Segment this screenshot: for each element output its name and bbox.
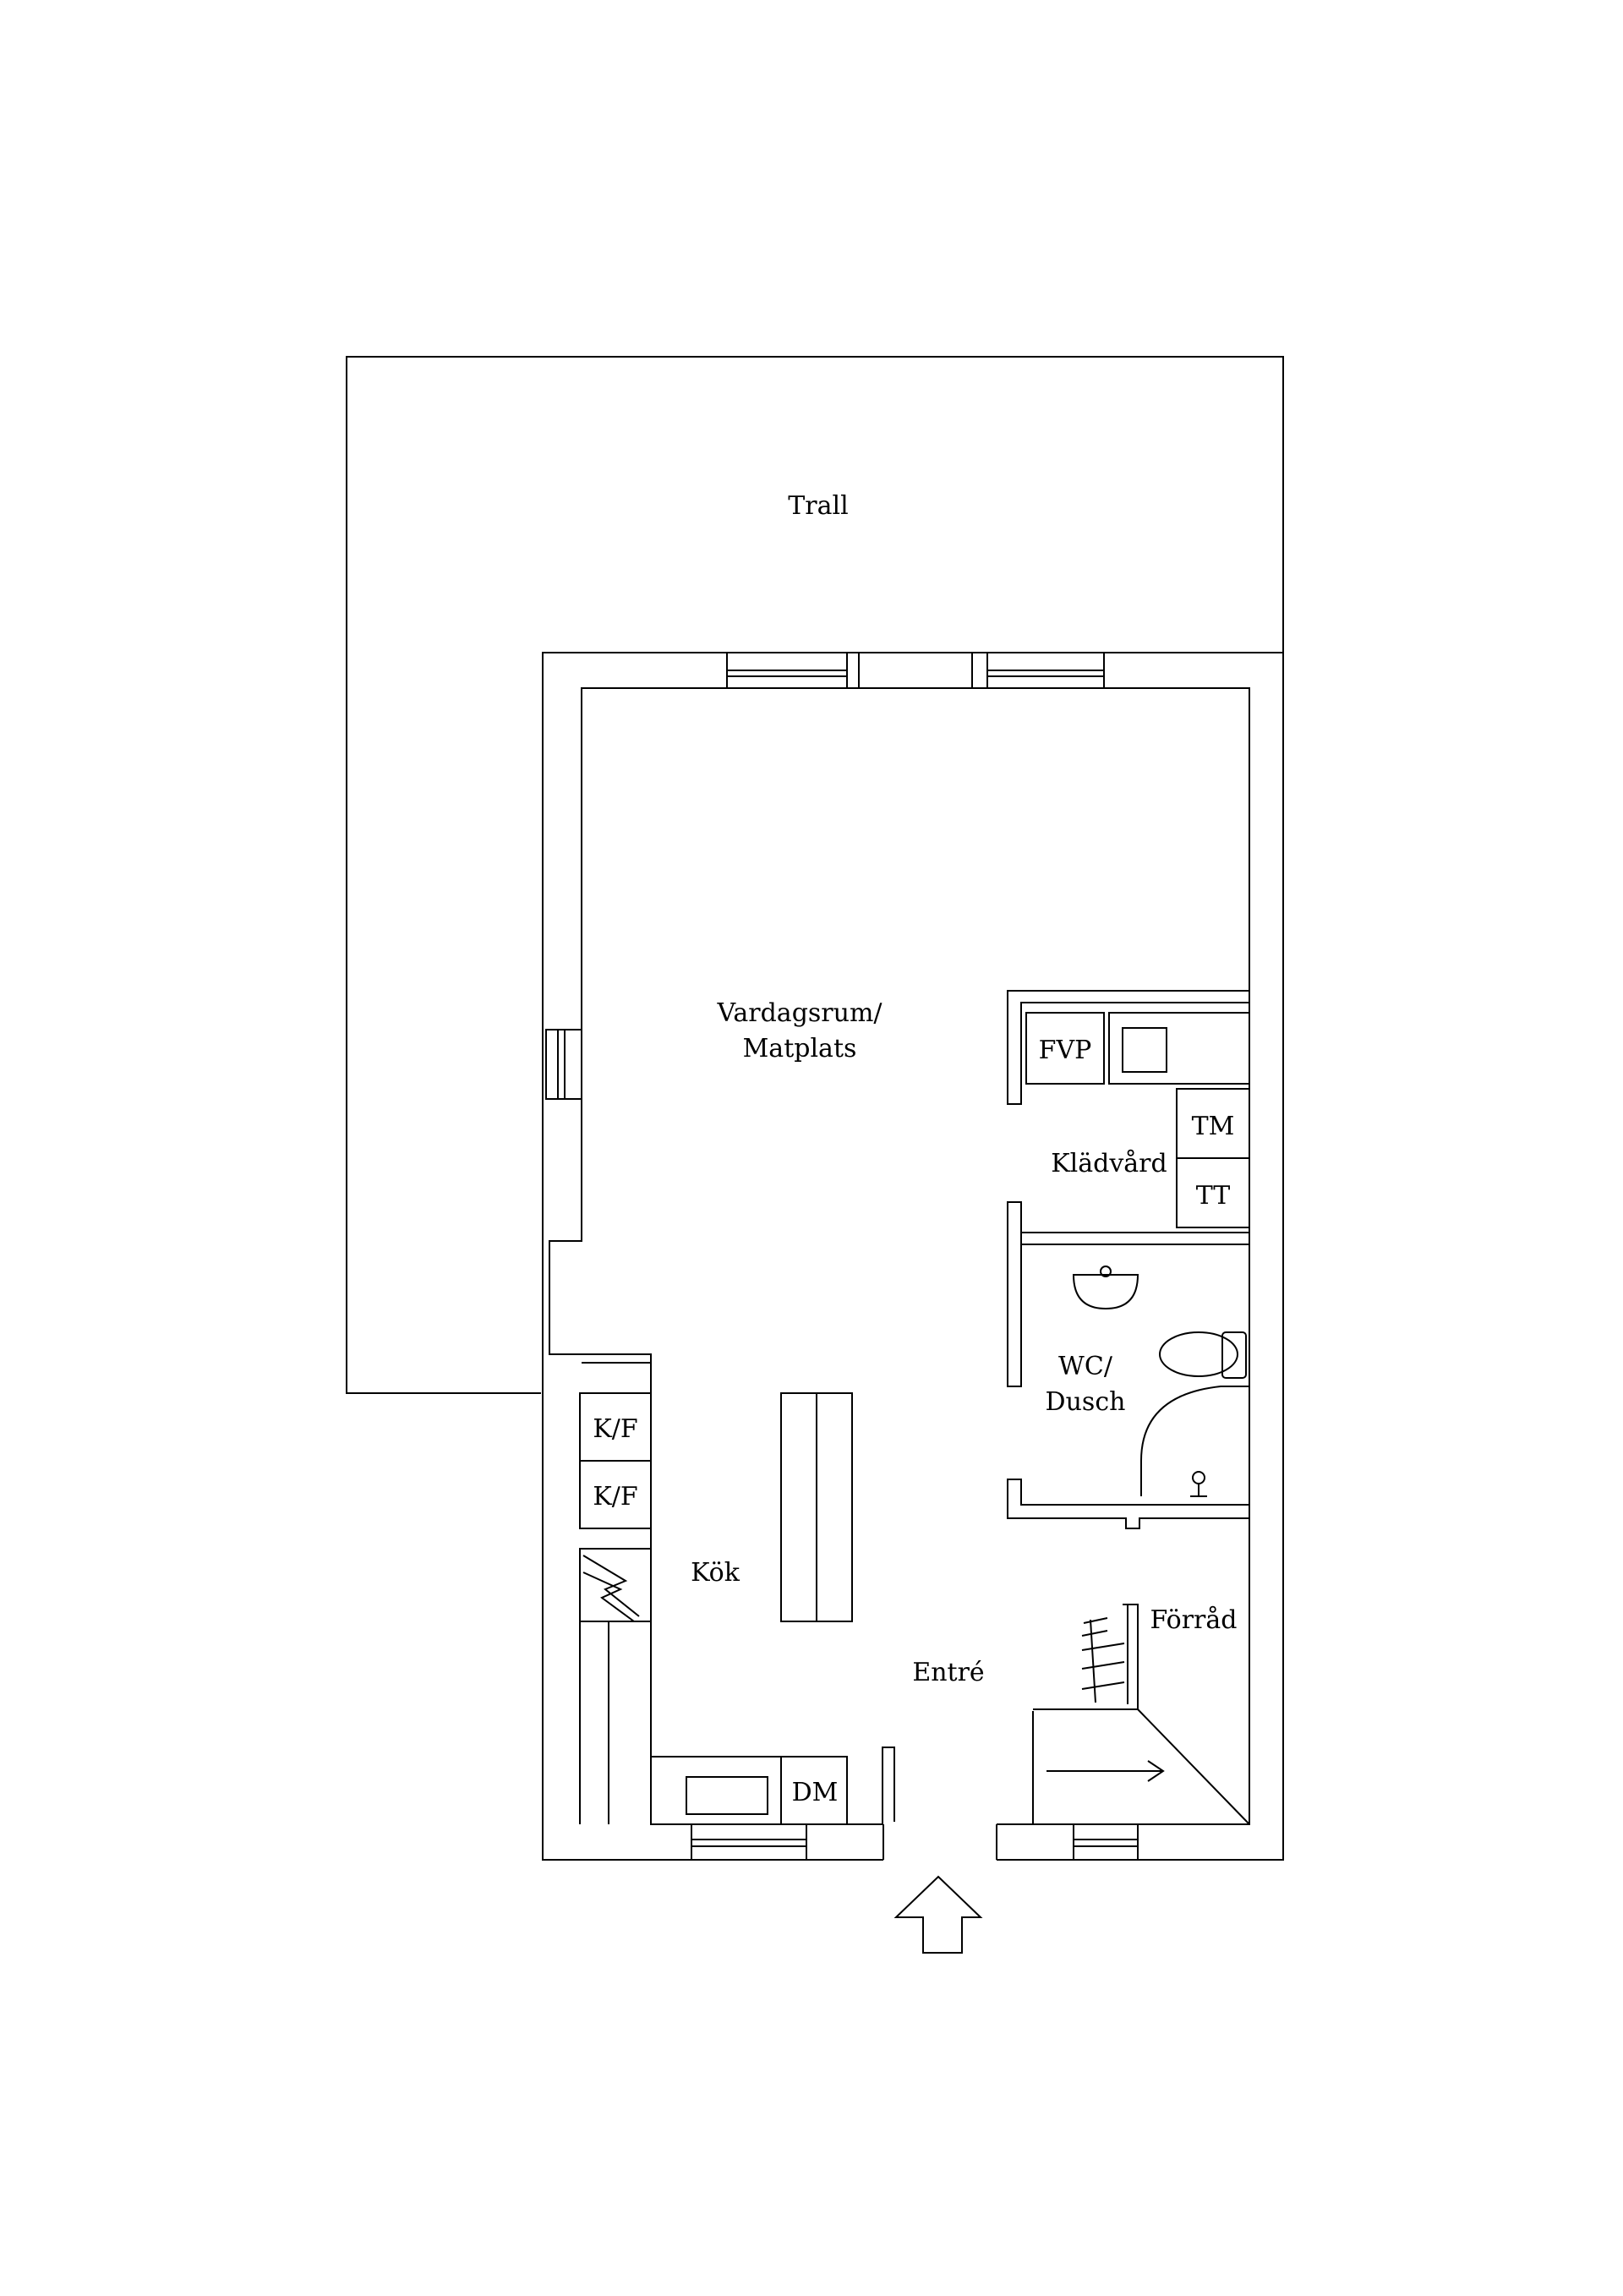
wc-room <box>1072 1266 1249 1497</box>
stove-icon <box>579 1548 652 1622</box>
appliance-label-tm: TM <box>1192 1112 1235 1141</box>
room-label-kladvard: Klädvård <box>1051 1149 1167 1178</box>
window-top-left <box>726 652 860 689</box>
storage-room <box>1032 1604 1250 1825</box>
room-label-forrad: Förråd <box>1150 1605 1237 1635</box>
interior-walls <box>1007 990 1250 1529</box>
window-bottom-left <box>691 1823 807 1861</box>
room-label-matplats: Matplats <box>743 1034 857 1063</box>
room-label-wc: WC/ <box>1058 1352 1113 1381</box>
appliance-label-dm: DM <box>792 1778 839 1807</box>
window-left <box>545 1029 582 1100</box>
shower-icon <box>1140 1386 1249 1496</box>
room-label-dusch: Dusch <box>1046 1387 1126 1417</box>
appliance-label-tt: TT <box>1196 1181 1231 1211</box>
appliance-label-kf-2: K/F <box>593 1482 637 1512</box>
toilet-icon <box>1159 1331 1247 1379</box>
room-label-entre: Entré <box>912 1658 984 1687</box>
room-label-trall: Trall <box>788 491 848 521</box>
sink-icon <box>1072 1274 1139 1310</box>
kitchen <box>579 1362 853 1824</box>
room-label-kok: Kök <box>691 1558 740 1588</box>
window-bottom-right <box>1073 1823 1139 1861</box>
laundry-room <box>1025 1012 1250 1228</box>
stair-arrow-icon <box>1046 1760 1165 1782</box>
entrance-arrow-icon <box>893 1875 983 1954</box>
appliance-label-fvp: FVP <box>1039 1036 1092 1065</box>
window-top-right <box>971 652 1105 689</box>
entrance-door <box>883 1822 997 1862</box>
appliance-label-kf-1: K/F <box>593 1414 637 1444</box>
room-label-vardagsrum: Vardagsrum/ <box>716 998 883 1028</box>
terrace-outline <box>346 356 1284 1394</box>
